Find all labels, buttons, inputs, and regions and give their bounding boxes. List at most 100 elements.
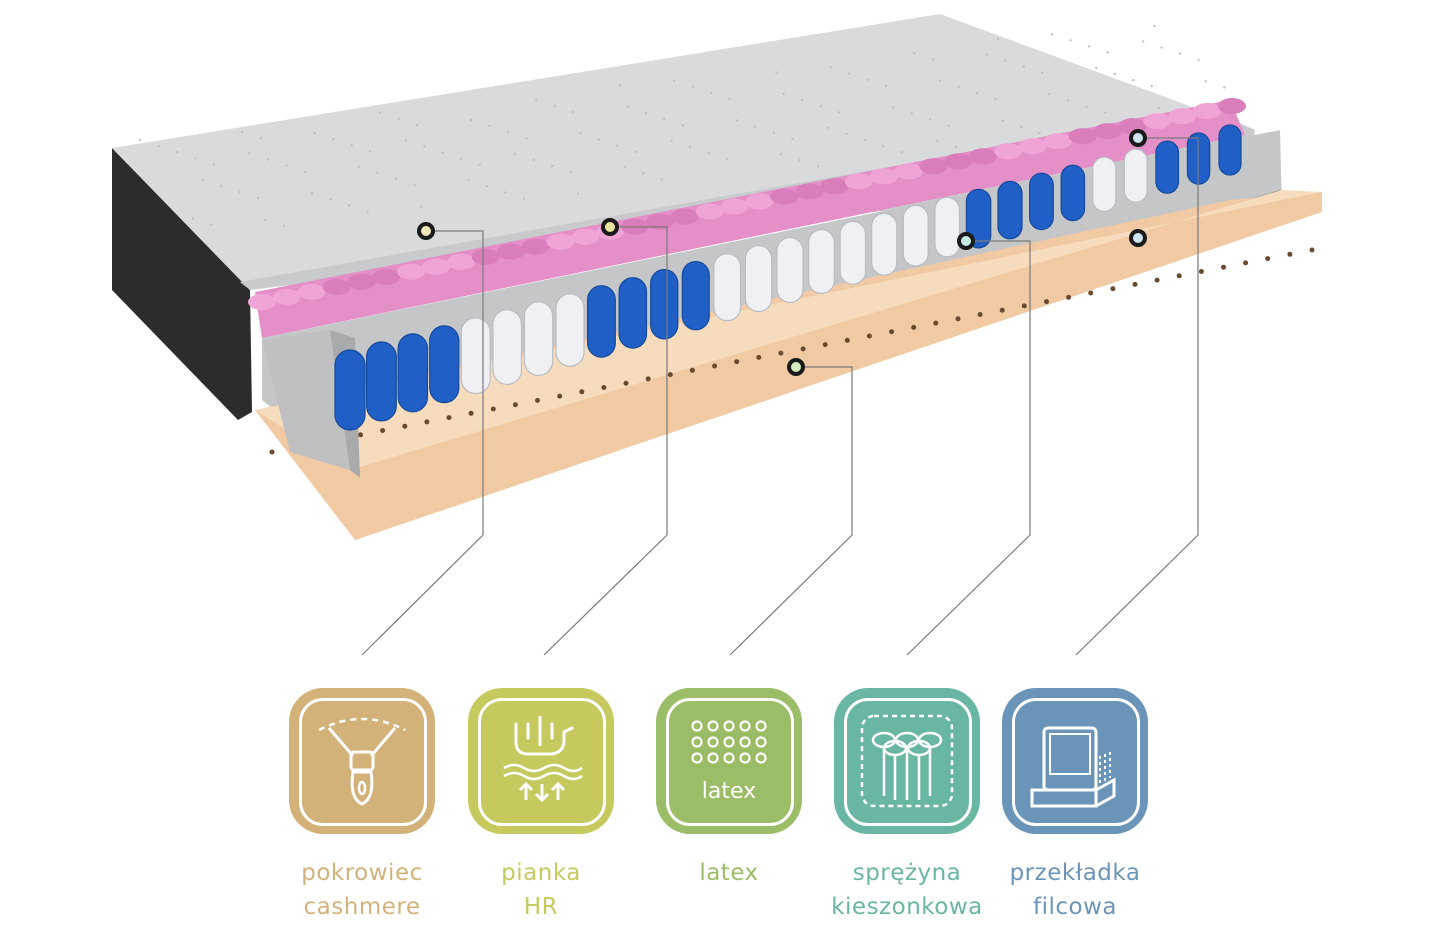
foam-bump (1143, 113, 1172, 130)
latex-hole (380, 428, 386, 433)
cover-dot (670, 139, 673, 142)
foam-bump (645, 213, 674, 230)
cover-dot (191, 217, 194, 220)
cover-dot (241, 130, 244, 134)
cover-dot (847, 72, 851, 75)
latex-hole (1044, 299, 1049, 305)
cover-dot (551, 164, 554, 168)
cover-dot (579, 132, 582, 135)
cover-dot (423, 145, 426, 148)
cover-dot (597, 138, 601, 141)
foam-bump (820, 178, 849, 195)
cover-dot (1095, 66, 1098, 70)
cover-dot (975, 92, 979, 95)
cover-dot (1106, 51, 1109, 54)
cover-dot (616, 144, 619, 147)
foam-bump (720, 198, 749, 215)
spring-coil (902, 204, 929, 267)
latex-hole (977, 312, 983, 317)
hand-press-icon (503, 716, 583, 803)
cover-dot (201, 178, 204, 181)
cover-dot (238, 190, 241, 194)
cover-dot (819, 105, 822, 108)
latex-hole (579, 389, 585, 395)
cover-dot (1204, 80, 1208, 83)
cover-dot (264, 218, 267, 221)
pink-foam-profile (248, 98, 1246, 310)
cover-dot (350, 144, 353, 147)
zipper-icon (318, 717, 406, 806)
latex-dot (723, 752, 735, 764)
cover-tile (289, 688, 435, 834)
cover-dot (522, 197, 525, 200)
foam-bump (869, 168, 898, 185)
cover-dot (535, 98, 538, 101)
spring-coil (618, 277, 648, 349)
cover-dot (413, 184, 416, 187)
foam-bump (944, 153, 973, 170)
latex-hole (866, 333, 872, 339)
latex-hole (446, 415, 452, 421)
spring-coil (1060, 164, 1086, 222)
latex-hole (1154, 277, 1160, 283)
latex-hole (623, 380, 629, 386)
foam-bump (322, 278, 351, 295)
cover-dot (256, 197, 260, 200)
latex-hole (667, 372, 673, 378)
cover-dot (138, 138, 142, 142)
cover-dot (1004, 59, 1007, 62)
latex-dot (691, 720, 703, 732)
cover-texture (138, 24, 1226, 227)
cover-dot (663, 118, 666, 121)
cover-dot (376, 171, 379, 175)
cover-dot (394, 177, 398, 181)
spring-coil (839, 220, 867, 285)
cover-dot (957, 85, 960, 89)
latex-hole (756, 354, 762, 360)
foam-bump (795, 183, 824, 200)
cover-dot (954, 146, 957, 149)
cover-dot (1085, 105, 1088, 108)
latex-hole (844, 337, 850, 343)
latex-dot (723, 720, 735, 732)
foam-bump (695, 203, 724, 220)
foam-bump (670, 208, 699, 225)
cover-dot (357, 165, 361, 168)
cover-dot (1103, 111, 1107, 114)
cover-dot (1069, 39, 1072, 42)
cover-dot (397, 117, 400, 121)
cover-dot (725, 157, 729, 161)
latex-dot (755, 752, 767, 764)
cover-dot (779, 152, 783, 156)
cover-dot (1001, 119, 1004, 123)
mattress-side (112, 148, 252, 420)
cover-dot (553, 104, 557, 108)
spring-coil (366, 341, 397, 422)
label-latex: latex (699, 860, 759, 886)
label-cover: pokrowiec cashmere (301, 860, 423, 920)
cover-dot (259, 136, 262, 140)
foam-bump (745, 193, 774, 210)
cover-dot (569, 170, 572, 174)
latex-hole (490, 406, 496, 412)
spring-coil (997, 180, 1023, 240)
foam-bump (1043, 133, 1072, 150)
spring-coil (586, 285, 616, 358)
cover-dot (1157, 106, 1161, 109)
cover-dot (642, 172, 645, 175)
foam-bump (521, 238, 550, 255)
spring-coil (397, 333, 429, 413)
latex-hole (1088, 290, 1094, 296)
latex-base-top (255, 190, 1322, 470)
cover-dot (219, 184, 223, 188)
cover-dot (619, 84, 622, 87)
cover-dot (882, 144, 885, 148)
latex-hole (1021, 303, 1027, 309)
spring-coil (807, 228, 835, 295)
latex-icon-text: latex (702, 779, 756, 804)
cover-dot (347, 204, 351, 207)
spring-coil (555, 293, 585, 367)
pocket-springs (334, 124, 1242, 431)
foam-bump (994, 143, 1023, 160)
cover-dot (673, 79, 676, 82)
